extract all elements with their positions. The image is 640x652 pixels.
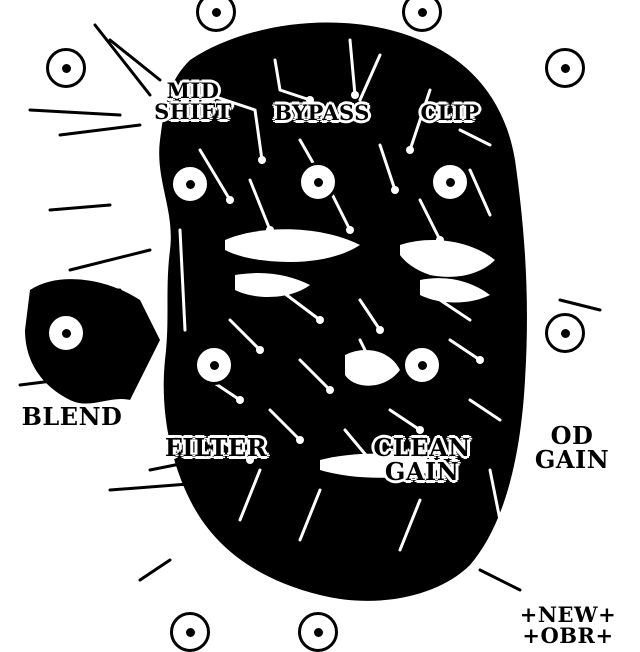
knob-icon bbox=[417, 360, 427, 370]
label-filter: FILTER bbox=[164, 433, 268, 462]
label-blend: BLEND bbox=[21, 402, 123, 431]
knob-blend[interactable] bbox=[46, 313, 86, 353]
label-clean-gain: CLEAN GAIN bbox=[373, 433, 471, 486]
knob-bypass[interactable] bbox=[298, 162, 338, 202]
knob-icon bbox=[560, 63, 570, 73]
knob-bottom-center[interactable] bbox=[298, 612, 338, 652]
knob-icon bbox=[185, 179, 195, 189]
label-mid-shift: MID SHIFT bbox=[154, 78, 232, 124]
left-blob bbox=[25, 279, 160, 404]
knob-icon bbox=[61, 63, 71, 73]
knob-clip[interactable] bbox=[430, 162, 470, 202]
brow-highlights bbox=[225, 229, 495, 478]
knob-icon bbox=[211, 7, 221, 17]
knob-icon bbox=[209, 360, 219, 370]
knob-clean-gain[interactable] bbox=[402, 345, 442, 385]
label-bypass: BYPASS bbox=[274, 100, 370, 125]
knob-icon bbox=[417, 7, 427, 17]
knob-od-gain[interactable] bbox=[545, 313, 585, 353]
knob-icon bbox=[61, 328, 71, 338]
knob-icon bbox=[560, 328, 570, 338]
label-clip: CLIP bbox=[420, 100, 480, 125]
knob-icon bbox=[185, 627, 195, 637]
knob-mid-shift[interactable] bbox=[170, 164, 210, 204]
knob-top-far-left[interactable] bbox=[46, 48, 86, 88]
knob-bottom-left[interactable] bbox=[170, 612, 210, 652]
knob-icon bbox=[313, 177, 323, 187]
knob-icon bbox=[445, 177, 455, 187]
knob-top-left-2[interactable] bbox=[402, 0, 442, 32]
knob-top-right[interactable] bbox=[545, 48, 585, 88]
knob-top-left-1[interactable] bbox=[196, 0, 236, 32]
label-od-gain: OD GAIN bbox=[534, 421, 610, 474]
knob-icon bbox=[313, 627, 323, 637]
knob-filter[interactable] bbox=[194, 345, 234, 385]
